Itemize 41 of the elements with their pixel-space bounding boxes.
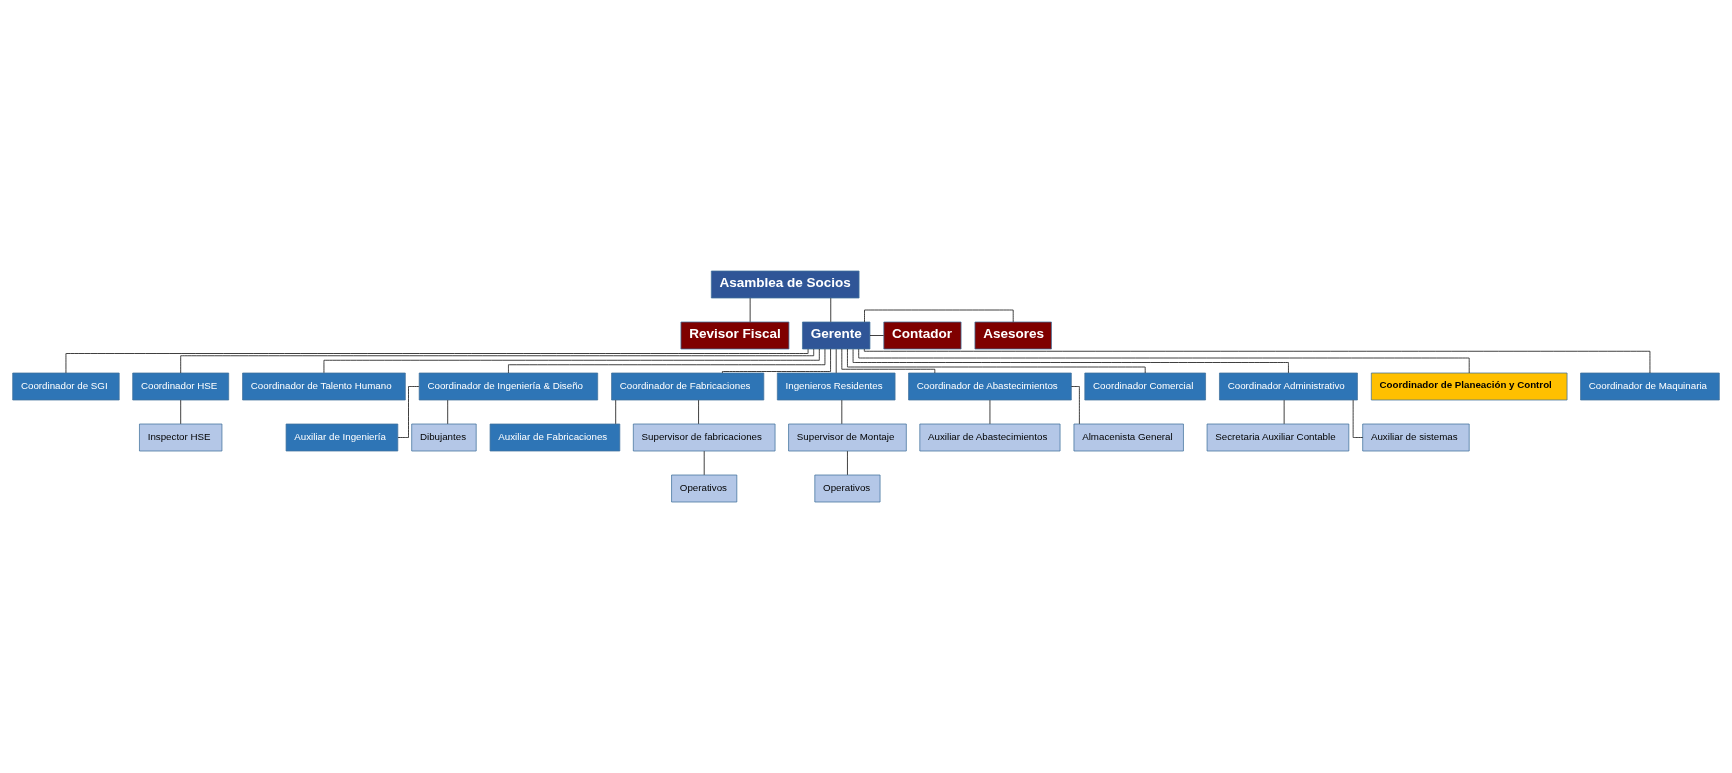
connector (1071, 386, 1080, 425)
node-box: Supervisor de Montaje (788, 423, 907, 452)
node-box: Operativos (814, 474, 881, 503)
node-box: Contador (883, 321, 962, 350)
node-box: Almacenista General (1073, 423, 1184, 452)
node-box: Coordinador HSE (132, 372, 230, 401)
node-box: Auxiliar de sistemas (1362, 423, 1470, 452)
node-box: Supervisor de fabricaciones (632, 423, 776, 452)
node-box: Secretaria Auxiliar Contable (1206, 423, 1350, 452)
node-box: Auxiliar de Ingeniería (285, 423, 399, 452)
node-box: Coordinador de Planeación y Control (1370, 372, 1568, 401)
node-box: Coordinador Administrativo (1219, 372, 1358, 401)
connector (852, 348, 1289, 374)
connector (847, 348, 1146, 374)
node-box: Asamblea de Socios (710, 270, 860, 299)
node-box: Coordinador Comercial (1084, 372, 1206, 401)
connector (397, 386, 420, 438)
node-box: Coordinador de Fabricaciones (611, 372, 765, 401)
node-box: Coordinador de SGI (12, 372, 120, 401)
node-box: Coordinador de Abastecimientos (908, 372, 1072, 401)
connector (698, 399, 699, 425)
node-box: Coordinador de Maquinaria (1580, 372, 1720, 401)
node-box: Auxiliar de Abastecimientos (919, 423, 1061, 452)
node-box: Coordinador de Ingeniería & Diseño (418, 372, 599, 401)
connector (508, 348, 826, 374)
connector (869, 335, 884, 336)
connector (841, 348, 936, 374)
node-box: Inspector HSE (139, 423, 223, 452)
node-box: Dibujantes (411, 423, 477, 452)
node-box: Ingenieros Residentes (776, 372, 896, 401)
node-box: Operativos (671, 474, 738, 503)
connector (323, 348, 820, 374)
node-box: Gerente (802, 321, 871, 350)
node-box: Revisor Fiscal (680, 321, 790, 350)
node-box: Auxiliar de Fabricaciones (489, 423, 621, 452)
connector (864, 309, 1014, 323)
connector (847, 450, 848, 476)
node-box: Asesores (974, 321, 1052, 350)
connector (722, 348, 831, 374)
node-box: Coordinador de Talento Humano (242, 372, 406, 401)
connector (1352, 399, 1364, 438)
